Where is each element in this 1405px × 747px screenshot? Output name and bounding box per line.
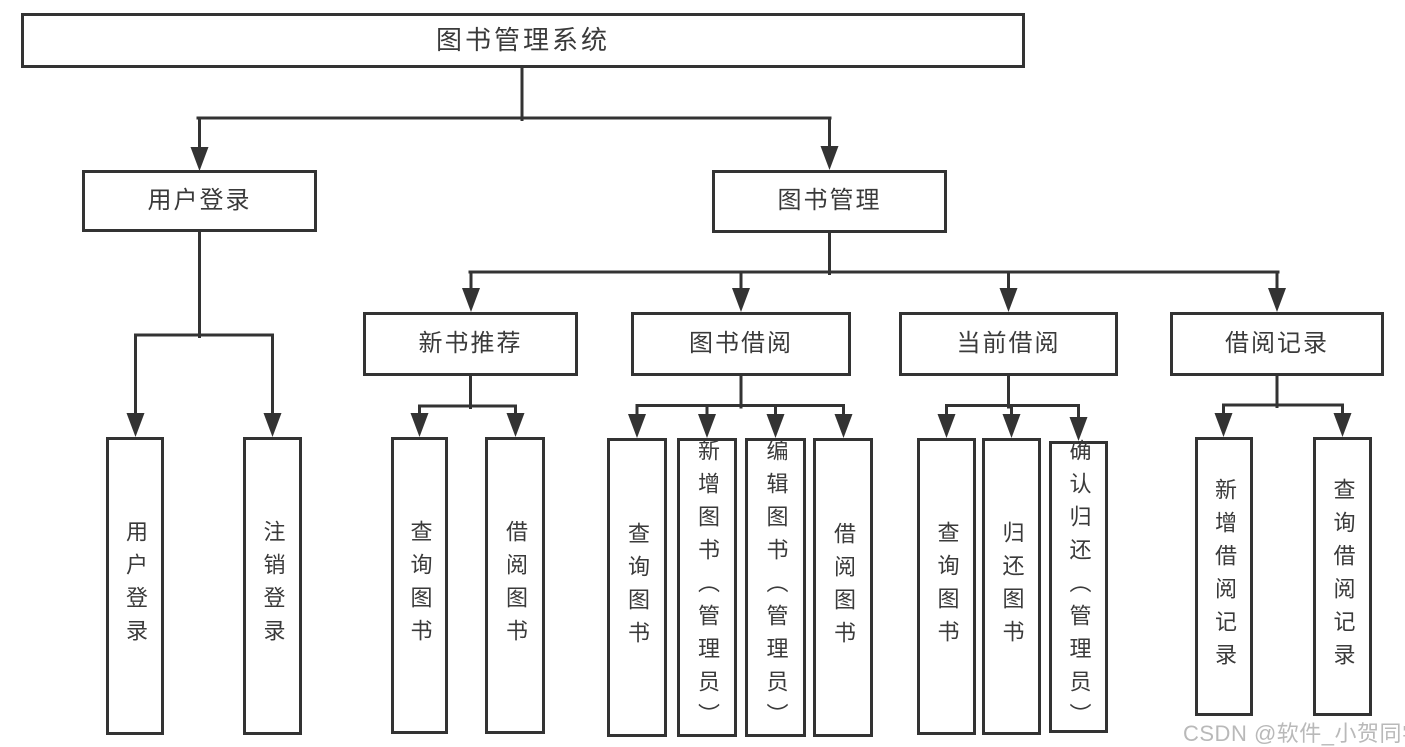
node-label: 查询图书	[934, 520, 960, 653]
node-label: 借阅记录	[1225, 329, 1329, 357]
leaf-user-login: 用户登录	[106, 437, 164, 735]
leaf-add-borrowing-record: 新增借阅记录	[1195, 437, 1253, 716]
node-label: 编辑图书（管理员）	[763, 439, 789, 736]
node-book-borrowing: 图书借阅	[631, 312, 851, 376]
leaf-logout: 注销登录	[243, 437, 302, 735]
node-label: 图书管理系统	[435, 24, 610, 55]
leaf-borrow-books-2: 借阅图书	[813, 438, 873, 737]
node-label: 注销登录	[260, 520, 286, 652]
leaf-edit-book-admin: 编辑图书（管理员）	[745, 438, 806, 737]
node-label: 用户登录	[147, 186, 252, 214]
csdn-watermark: CSDN @软件_小贺同学	[1183, 721, 1405, 746]
node-current-borrowing: 当前借阅	[899, 312, 1118, 376]
node-label: 新书推荐	[418, 329, 523, 357]
node-user-login: 用户登录	[82, 170, 317, 232]
node-label: 确认归还（管理员）	[1066, 438, 1092, 736]
node-label: 新增借阅记录	[1212, 477, 1237, 676]
leaf-query-borrowing-record: 查询借阅记录	[1313, 437, 1372, 716]
leaf-add-book-admin: 新增图书（管理员）	[677, 438, 737, 737]
node-book-management: 图书管理	[712, 170, 947, 233]
node-label: 借阅图书	[503, 519, 528, 652]
node-label: 当前借阅	[956, 329, 1061, 357]
node-label: 查询借阅记录	[1330, 477, 1356, 676]
leaf-query-books-3: 查询图书	[917, 438, 976, 735]
leaf-borrow-books-1: 借阅图书	[485, 437, 545, 734]
node-library-management-system: 图书管理系统	[21, 13, 1025, 68]
node-label: 查询图书	[407, 519, 433, 652]
node-new-book-recommendation: 新书推荐	[363, 312, 578, 376]
leaf-return-books: 归还图书	[982, 438, 1041, 735]
node-label: 图书借阅	[689, 329, 793, 357]
node-label: 图书管理	[777, 187, 882, 215]
node-label: 查询图书	[625, 521, 650, 654]
leaf-confirm-return-admin: 确认归还（管理员）	[1049, 438, 1108, 736]
leaf-query-books-2: 查询图书	[607, 438, 667, 737]
node-label: 归还图书	[999, 520, 1025, 653]
node-label: 用户登录	[123, 520, 148, 652]
node-label: 新增图书（管理员）	[695, 439, 720, 736]
node-borrowing-records: 借阅记录	[1170, 312, 1384, 376]
leaf-query-books-1: 查询图书	[391, 437, 448, 734]
node-label: 借阅图书	[831, 521, 856, 654]
